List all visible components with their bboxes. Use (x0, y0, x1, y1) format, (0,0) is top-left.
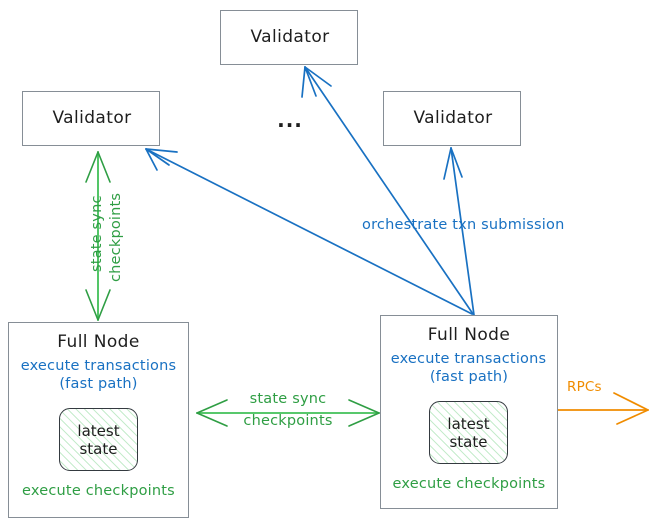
arrow-rpcs (557, 392, 649, 425)
orchestrate-label: orchestrate txn submission (362, 217, 565, 233)
fullnode-right-checkpoints-label: execute checkpoints (392, 476, 546, 492)
state-sync-vertical-label-line2: checkpoints (108, 192, 124, 282)
validator-left-label: Validator (52, 108, 132, 128)
fullnode-right-fastpath-line1: execute transactions (390, 351, 547, 367)
fullnode-left-state-line1: latest (77, 421, 120, 440)
state-sync-horizontal-label-line1: state sync (249, 391, 327, 407)
fullnode-left-fastpath-line2: (fast path) (59, 376, 138, 392)
fullnode-right-state-text: latest state (447, 415, 489, 451)
fullnode-left-state-line2: state (79, 439, 118, 458)
fullnode-left-state-text: latest state (77, 422, 119, 458)
rpcs-label: RPCs (567, 379, 602, 395)
validator-right-label: Validator (413, 108, 493, 128)
fullnode-left-title: Full Node (57, 332, 140, 352)
validators-ellipsis: ... (277, 108, 303, 132)
validator-top-box[interactable]: Validator (220, 10, 358, 65)
fullnode-right-state-line2: state (449, 432, 488, 451)
fullnode-left-state-box[interactable]: latest state (59, 408, 138, 471)
validator-right-box[interactable]: Validator (383, 91, 521, 146)
validator-top-label: Validator (250, 27, 330, 47)
validator-left-box[interactable]: Validator (22, 91, 160, 146)
fullnode-right-state-box[interactable]: latest state (429, 401, 508, 464)
state-sync-vertical-label-line1: state sync (89, 195, 105, 272)
fullnode-right-title: Full Node (427, 325, 511, 345)
fullnode-right-state-line1: latest (447, 414, 490, 433)
fullnode-left-checkpoints-label: execute checkpoints (22, 483, 175, 499)
fullnode-right-fastpath-line2: (fast path) (429, 369, 509, 385)
fullnode-left-fastpath-line1: execute transactions (20, 358, 177, 374)
state-sync-horizontal-label-line2: checkpoints (243, 413, 333, 429)
